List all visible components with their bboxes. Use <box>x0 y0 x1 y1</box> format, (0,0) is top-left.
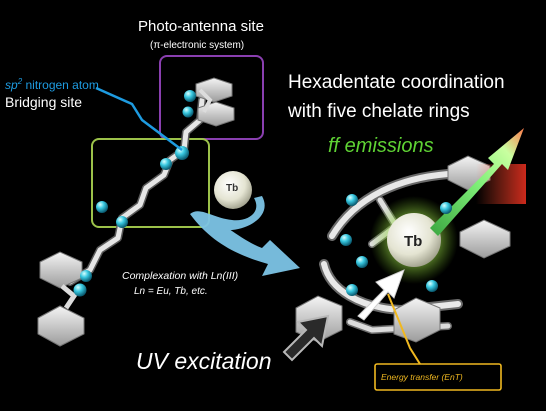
tb-big-label: Tb <box>404 233 423 250</box>
sp2-pointer <box>95 86 183 151</box>
ln-examples-label: Ln = Eu, Tb, etc. <box>134 286 208 297</box>
left-nitrogen-atoms <box>73 90 196 297</box>
bridging-site-label: Bridging site <box>5 94 83 110</box>
tb-small-label: Tb <box>226 183 239 194</box>
red-glow <box>476 164 526 204</box>
sp2-prefix: sp <box>5 78 18 92</box>
complexation-arrow <box>190 196 300 276</box>
sp2-superscript: 2 <box>17 77 23 86</box>
energy-transfer-label: Energy transfer (EnT) <box>381 372 463 382</box>
energy-transfer-callout-line <box>387 293 421 365</box>
emission-arrow <box>430 128 524 236</box>
bridging-site-box <box>91 138 210 228</box>
energy-transfer-box <box>374 363 502 391</box>
five-rings-label: with five chelate rings <box>288 101 470 122</box>
uv-excitation-arrow <box>282 314 330 362</box>
ff-emissions-label: ff emissions <box>328 135 434 157</box>
tb-small-sphere <box>214 171 252 209</box>
antenna-site-box <box>159 55 264 140</box>
sp2-suffix: nitrogen atom <box>22 78 99 92</box>
hexadentate-label: Hexadentate coordination <box>288 72 505 93</box>
uv-excitation-label: UV excitation <box>136 348 272 374</box>
complex-nitrogen-atoms <box>340 194 452 296</box>
sp2-nitrogen-label: sp2 nitrogen atom <box>5 77 99 92</box>
complexation-label: Complexation with Ln(III) <box>122 270 239 282</box>
photo-antenna-label: Photo-antenna site <box>138 18 264 35</box>
energy-transfer-arrow <box>357 269 405 321</box>
tb-big-sphere <box>387 213 441 267</box>
bottom-rings <box>37 251 85 347</box>
pi-system-label: (π-electronic system) <box>150 40 245 51</box>
left-ligand-chain <box>66 96 206 286</box>
